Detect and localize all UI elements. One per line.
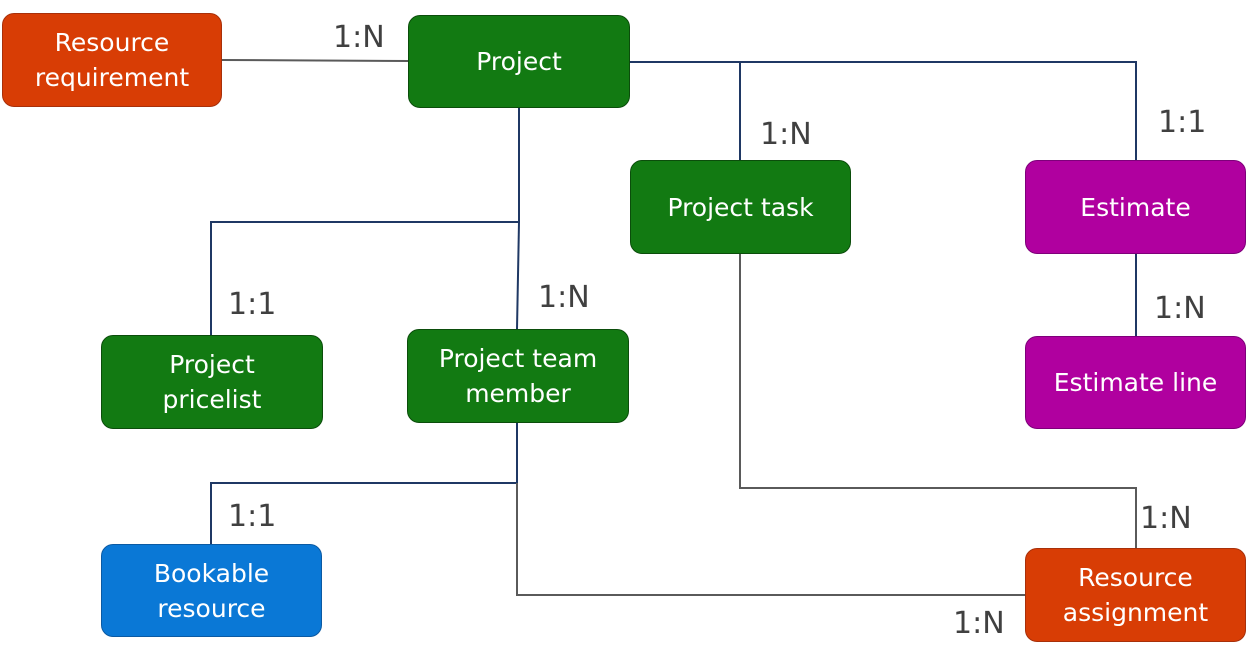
resource-requirement-node: Resource requirement <box>2 13 222 107</box>
edge-project-project-task <box>630 61 741 160</box>
project-task-node: Project task <box>630 160 851 254</box>
cardinality-label: 1:1 <box>228 499 277 534</box>
cardinality-label: 1:N <box>538 280 590 315</box>
edge-project-team-member-bookable-resource <box>210 423 518 544</box>
edge-project-task-resource-assignment <box>739 254 1137 548</box>
cardinality-label: 1:N <box>953 606 1005 641</box>
cardinality-label: 1:1 <box>228 287 277 322</box>
project-node: Project <box>408 15 630 108</box>
edge-resource-requirement-project <box>221 59 409 62</box>
estimate-node: Estimate <box>1025 160 1246 254</box>
cardinality-label: 1:N <box>760 117 812 152</box>
edge-project-team-member-resource-assignment <box>516 483 1025 596</box>
cardinality-label: 1:N <box>333 20 385 55</box>
edge-project-project-team-member <box>516 221 520 330</box>
cardinality-label: 1:1 <box>1158 105 1207 140</box>
cardinality-label: 1:N <box>1140 501 1192 536</box>
edge-project-project-pricelist <box>210 108 520 335</box>
bookable-resource-node: Bookable resource <box>101 544 322 637</box>
estimate-line-node: Estimate line <box>1025 336 1246 429</box>
cardinality-label: 1:N <box>1154 291 1206 326</box>
project-team-member-node: Project team member <box>407 329 629 423</box>
edge-project-estimate <box>740 61 1137 160</box>
project-pricelist-node: Project pricelist <box>101 335 323 429</box>
resource-assignment-node: Resource assignment <box>1025 548 1246 642</box>
